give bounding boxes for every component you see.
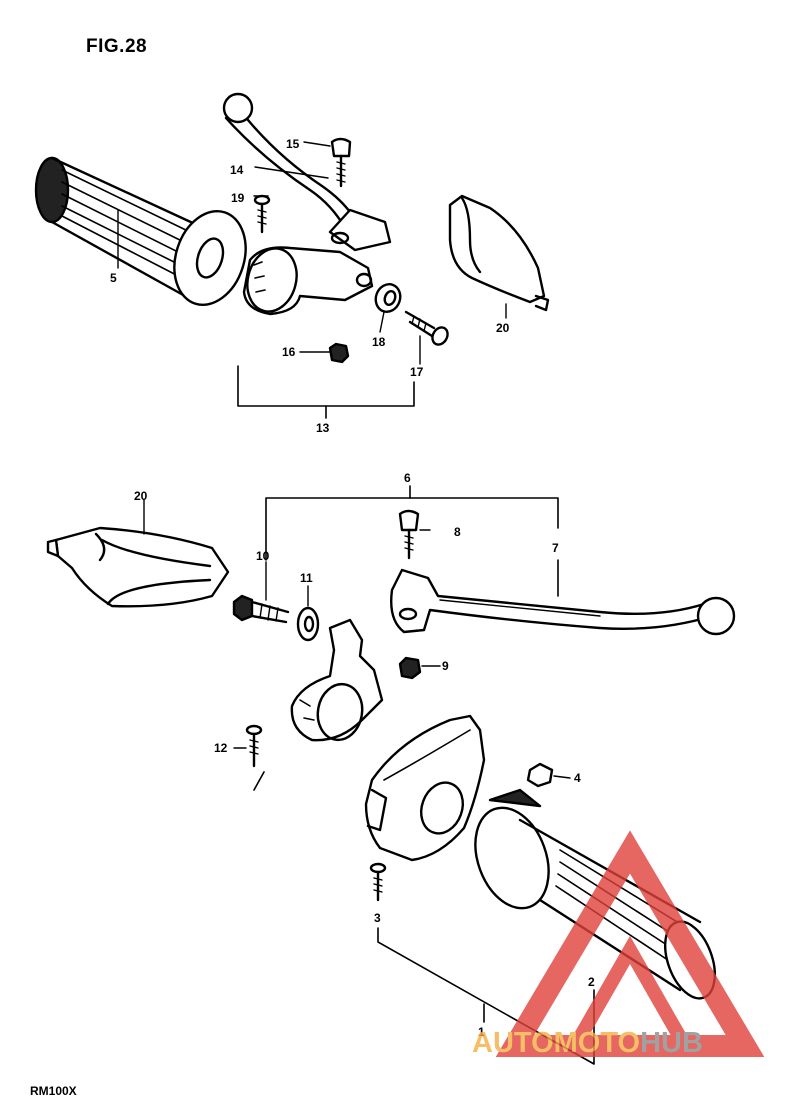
watermark-text-automoto: AUTOMOTO (472, 1027, 640, 1059)
part-lever-holder-lower (290, 618, 384, 742)
part-20-cover-upper (448, 194, 550, 312)
part-18-washer (374, 283, 402, 313)
bracket-13 (237, 365, 415, 419)
callout-17: 17 (410, 365, 424, 379)
part-15-pivot-bolt (330, 137, 352, 188)
callout-7: 7 (552, 541, 559, 555)
leader-lines (117, 141, 571, 779)
callout-3: 3 (374, 911, 381, 925)
callout-10: 10 (256, 549, 270, 563)
callout-16: 16 (282, 345, 296, 359)
callout-2: 2 (588, 975, 595, 989)
part-14-lever-upper (222, 92, 392, 252)
callout-11: 11 (300, 571, 313, 585)
part-16-nut (328, 342, 350, 364)
callout-4: 4 (574, 771, 581, 785)
part-4-collar (526, 762, 554, 788)
model-label: RM100X (30, 1084, 77, 1098)
callout-18: 18 (372, 335, 386, 349)
callout-20-upper: 20 (496, 321, 510, 335)
figure-title: FIG.28 (86, 36, 148, 57)
part-17-bolt (404, 310, 449, 346)
callout-8: 8 (454, 525, 461, 539)
watermark-logo-icon (495, 830, 765, 1057)
watermark-logo-inner-icon (568, 935, 692, 1050)
callout-20-lower: 20 (134, 489, 148, 503)
svg-text:AUTOMOTOHUB: AUTOMOTOHUB (472, 1027, 703, 1059)
callout-9: 9 (442, 659, 449, 673)
callout-14: 14 (230, 163, 244, 177)
part-11-washer (296, 606, 320, 642)
part-7-lever-lower (390, 568, 736, 636)
callout-6: 6 (404, 471, 411, 485)
callout-12: 12 (214, 741, 228, 755)
bracket-6 (265, 485, 559, 597)
bracket-1 (377, 927, 595, 1065)
part-19-screw (253, 194, 271, 234)
part-lever-holder-upper (242, 246, 374, 316)
watermark: AUTOMOTOHUB (472, 830, 765, 1059)
part-20-cover-lower (46, 526, 230, 608)
callout-labels: 15 14 19 5 16 18 17 20 13 6 20 8 7 10 11… (110, 137, 595, 1039)
part-9-nut (398, 656, 422, 680)
callout-5: 5 (110, 271, 117, 285)
part-5-grip-left (34, 156, 247, 307)
part-10-bolt (232, 594, 290, 624)
part-throttle-housing (364, 714, 486, 862)
callout-19: 19 (231, 191, 245, 205)
part-12-screw (245, 724, 265, 791)
part-8-pivot-bolt (398, 509, 420, 560)
callout-15: 15 (286, 137, 300, 151)
watermark-text-hub: HUB (640, 1027, 703, 1059)
callout-1: 1 (478, 1025, 485, 1039)
callout-13: 13 (316, 421, 330, 435)
part-3-screw (369, 862, 387, 902)
